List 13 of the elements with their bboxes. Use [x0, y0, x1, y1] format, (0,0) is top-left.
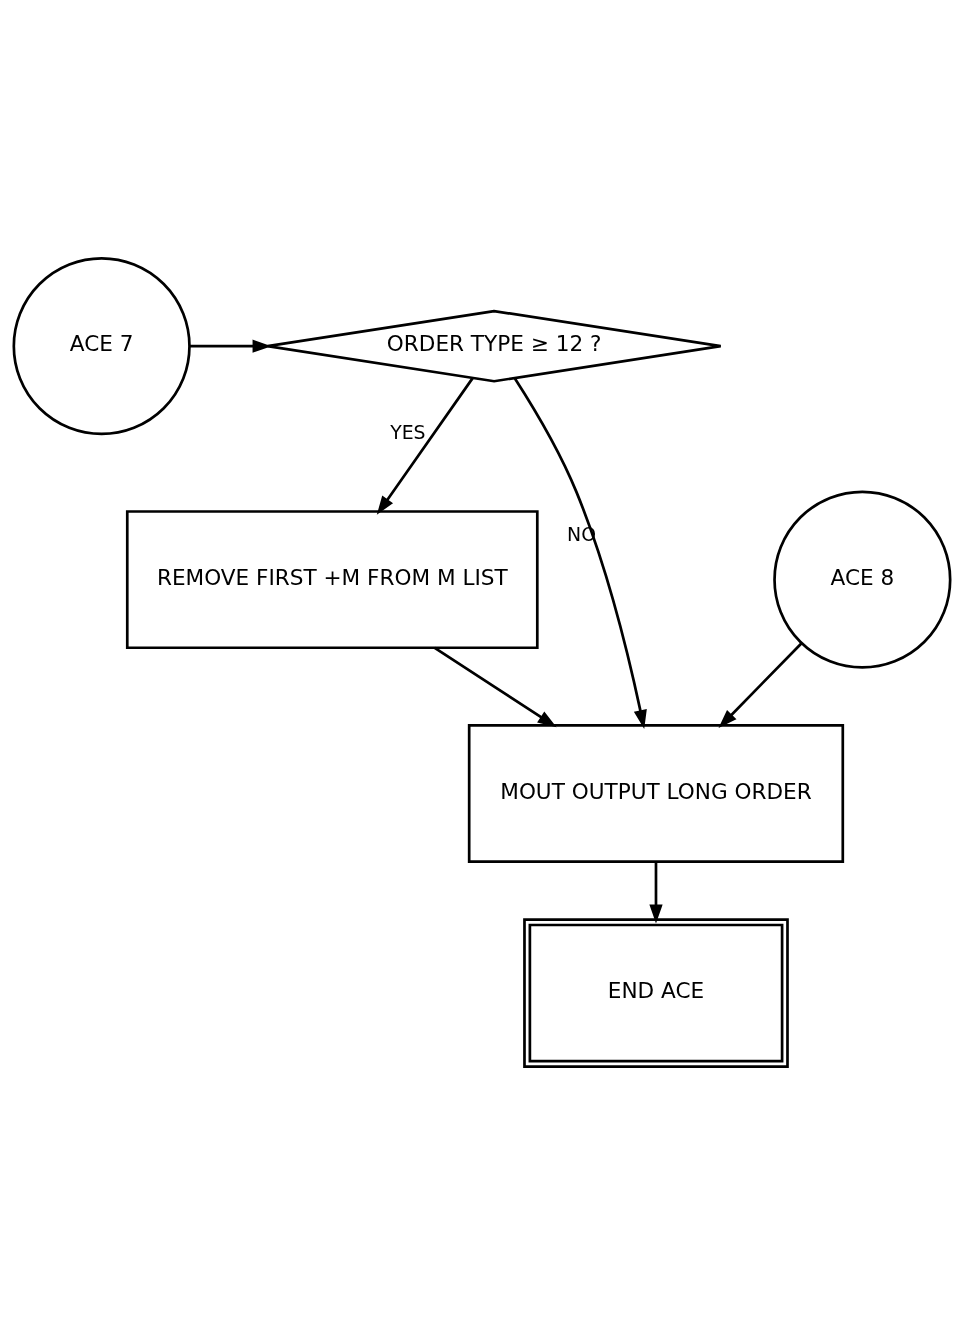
node-circle: ACE 8 [773, 490, 952, 669]
node-box: END ACE [523, 918, 789, 1068]
arrow [376, 377, 474, 515]
arrow [433, 646, 557, 728]
arrow [189, 339, 272, 353]
arrow [718, 642, 803, 729]
arrow [649, 862, 663, 924]
arrow [513, 377, 647, 729]
edge-label: YES [390, 421, 426, 444]
node-diamond: ORDER TYPE ≥ 12 ? [266, 309, 723, 383]
node-box: REMOVE FIRST +M FROM M LIST [125, 510, 539, 650]
node-box: MOUT OUTPUT LONG ORDER [467, 724, 845, 863]
node-circle: ACE 7 [12, 256, 191, 436]
